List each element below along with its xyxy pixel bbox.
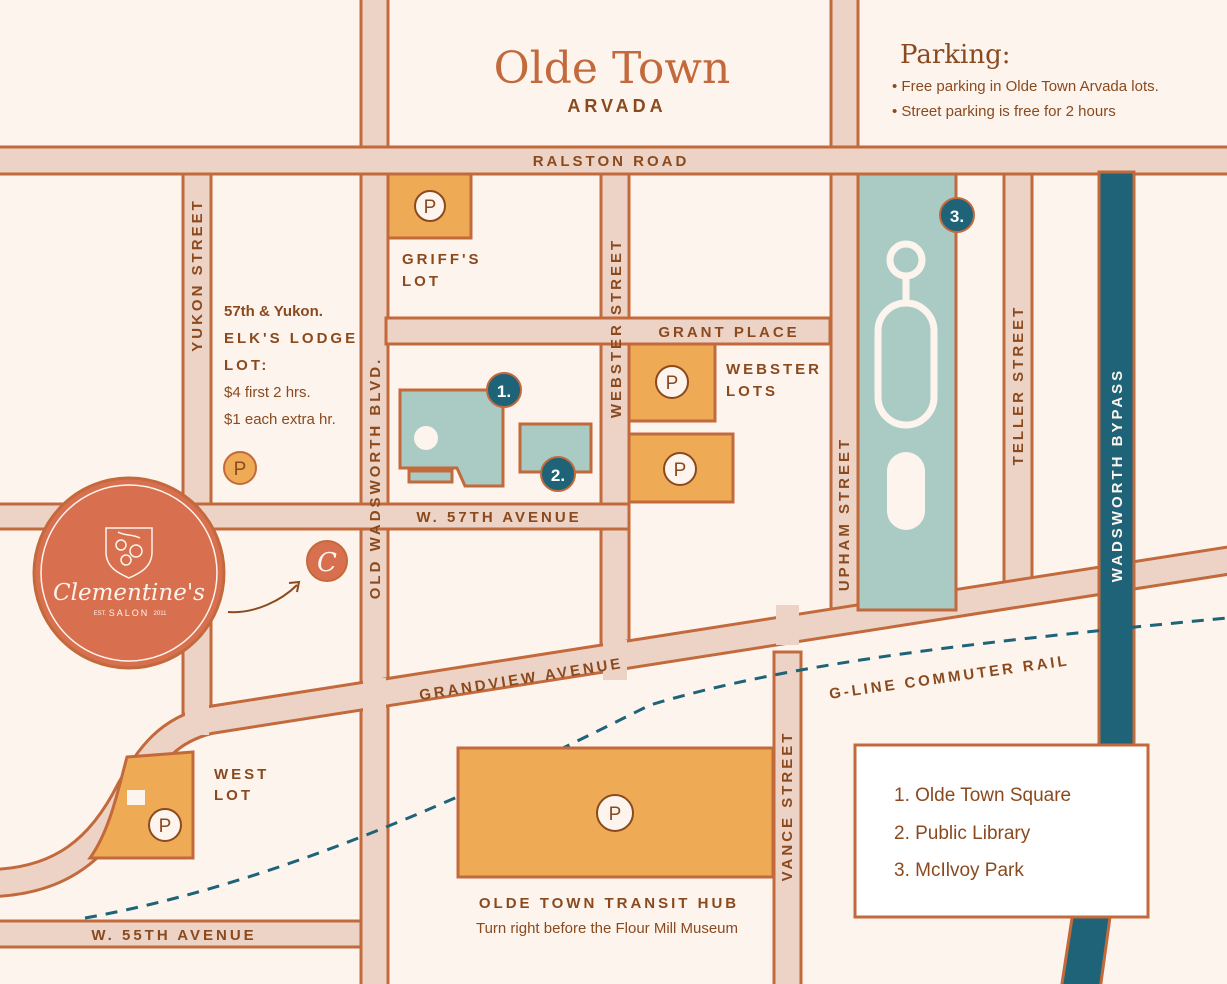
webster-lot-south (627, 432, 735, 504)
label-elks-heading: 57th & Yukon. (224, 303, 323, 320)
label-grant-place: GRANT PLACE (658, 324, 799, 341)
p-marker-elks: P (223, 451, 257, 485)
marker-2: 2. (540, 456, 576, 492)
salon-arrow-head (288, 580, 301, 593)
marker-1: 1. (486, 372, 522, 408)
badge-name: Clementine's (53, 580, 205, 606)
svg-text:2.: 2. (551, 466, 565, 485)
label-old-wadsworth: OLD WADSWORTH BLVD. (367, 357, 384, 600)
svg-text:P: P (666, 373, 679, 394)
park-pond (887, 452, 925, 530)
badge-est-left: EST. (94, 611, 107, 617)
label-webster-lots-2: LOTS (726, 383, 778, 400)
road-webster (599, 171, 631, 655)
legend-item-1: 1. Olde Town Square (894, 785, 1071, 806)
parking-info-item-2: • Street parking is free for 2 hours (892, 103, 1116, 120)
label-west-lot-1: WEST (214, 766, 269, 783)
road-overlaps (185, 605, 799, 735)
label-yukon: YUKON STREET (189, 198, 206, 352)
salon-arrow (227, 584, 298, 614)
p-marker-webster-south: P (663, 452, 697, 486)
legend-box: 1. Olde Town Square 2. Public Library 3.… (853, 743, 1150, 919)
p-marker-transit: P (596, 794, 634, 832)
svg-text:P: P (424, 197, 437, 218)
g-line-rail (84, 616, 1227, 920)
label-w57th: W. 57TH AVENUE (416, 509, 581, 526)
label-griffs-1: GRIFF'S (402, 251, 482, 268)
salon-location-marker: C (306, 540, 348, 582)
p-marker-griffs: P (414, 190, 446, 222)
label-webster: WEBSTER STREET (608, 238, 625, 418)
marker-3: 3. (939, 197, 975, 233)
legend-item-2: 2. Public Library (894, 823, 1031, 844)
mcilvoy-park (856, 172, 958, 612)
svg-text:P: P (159, 816, 172, 837)
label-transit-hub: OLDE TOWN TRANSIT HUB (479, 895, 739, 912)
label-transit-note: Turn right before the Flour Mill Museum (476, 920, 738, 937)
label-griffs-2: LOT (402, 273, 441, 290)
label-elks-price-1: $4 first 2 hrs. (224, 384, 311, 401)
label-w55th: W. 55TH AVENUE (91, 927, 256, 944)
parking-info-title: Parking: (900, 40, 1010, 70)
label-elks-1: ELK'S LODGE (224, 330, 358, 347)
park-path (874, 240, 938, 429)
svg-text:1.: 1. (497, 382, 511, 401)
west-lot-notch (127, 790, 145, 805)
parking-info-item-1: • Free parking in Olde Town Arvada lots. (892, 78, 1159, 95)
label-vance: VANCE STREET (779, 731, 796, 882)
road-grant (384, 316, 832, 346)
svg-text:C: C (317, 548, 337, 578)
svg-text:P: P (674, 460, 687, 481)
clementines-badge: Clementine's SALON EST. 2011 (32, 476, 226, 670)
p-marker-webster-north: P (655, 365, 689, 399)
label-ralston-road: RALSTON ROAD (533, 153, 690, 170)
road-w55th (0, 919, 363, 949)
label-teller: TELLER STREET (1010, 305, 1027, 466)
svg-text:P: P (609, 804, 622, 825)
label-west-lot-2: LOT (214, 787, 253, 804)
parking-markers: P P P P P P (148, 190, 697, 842)
label-wadsworth-bypass: WADSWORTH BYPASS (1109, 368, 1126, 582)
svg-text:P: P (234, 459, 247, 480)
olde-town-square (398, 388, 505, 488)
p-marker-west: P (148, 808, 182, 842)
map-subtitle: ARVADA (567, 96, 666, 116)
label-elks-2: LOT: (224, 357, 269, 374)
badge-est-right: 2011 (154, 611, 168, 617)
badge-crest-icon (105, 527, 153, 579)
map-title: Olde Town (494, 43, 731, 94)
legend-item-3: 3. McIlvoy Park (894, 860, 1024, 881)
label-upham: UPHAM STREET (836, 437, 853, 591)
road-ralston (0, 145, 1227, 176)
label-webster-lots-1: WEBSTER (726, 361, 822, 378)
badge-type: SALON (109, 608, 150, 618)
label-elks-price-2: $1 each extra hr. (224, 411, 336, 428)
svg-text:3.: 3. (950, 207, 964, 226)
